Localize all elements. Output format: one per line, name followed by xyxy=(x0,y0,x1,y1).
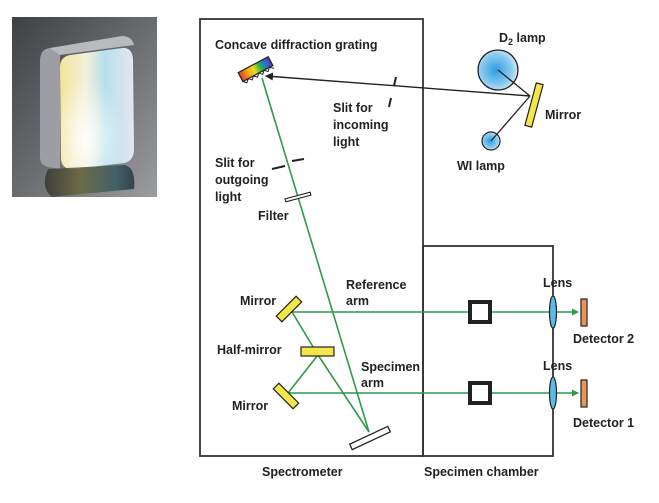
slit-incoming-label-1: Slit for xyxy=(333,101,373,115)
grating-reflection xyxy=(44,165,135,197)
slit-incoming-label-2: incoming xyxy=(333,118,389,132)
half-mirror-icon xyxy=(300,346,335,357)
slit-outgoing-label-3: light xyxy=(215,190,242,204)
spectrometer-caption: Spectrometer xyxy=(262,465,343,479)
slit-outgoing-label-1: Slit for xyxy=(215,156,255,170)
reference-arm-label-1: Reference xyxy=(346,278,406,292)
beam-half-mirror-to-lower-mirror xyxy=(287,354,319,394)
slit-outgoing-right xyxy=(291,158,305,162)
filter-label: Filter xyxy=(258,209,289,223)
lower-lens-label: Lens xyxy=(543,359,572,373)
slit-incoming-lower xyxy=(388,97,392,108)
specimen-chamber-caption: Specimen chamber xyxy=(424,465,539,479)
d2-lamp-label-main: D xyxy=(499,31,508,45)
wi-lamp-label: WI lamp xyxy=(457,159,505,173)
grating-label: Concave diffraction grating xyxy=(215,38,378,52)
wi-lamp-beam xyxy=(490,95,531,142)
source-mirror-label: Mirror xyxy=(545,108,581,122)
grating-block-top xyxy=(50,36,134,55)
upper-mirror-icon xyxy=(275,295,303,323)
reference-arm-label-2: arm xyxy=(346,294,369,308)
grating-photo xyxy=(12,17,157,197)
grating-block-side xyxy=(40,47,60,169)
upper-lens-icon xyxy=(548,295,558,329)
slit-outgoing-label-2: outgoing xyxy=(215,173,268,187)
grating-face-glow xyxy=(60,47,134,170)
d2-lamp-label-sub: 2 xyxy=(508,37,513,47)
lower-lens-icon xyxy=(548,376,558,410)
spectrometer-box xyxy=(199,18,424,457)
upper-lens-label: Lens xyxy=(543,276,572,290)
half-mirror-label: Half-mirror xyxy=(217,343,282,357)
source-mirror-icon xyxy=(524,82,544,128)
lower-mirror-icon xyxy=(272,382,300,410)
detector-1-label: Detector 1 xyxy=(573,416,634,430)
incoming-light-arrow xyxy=(265,72,531,97)
filter-icon xyxy=(284,191,312,203)
lower-mirror-label: Mirror xyxy=(232,399,268,413)
d2-lamp-beam xyxy=(497,69,531,97)
specimen-arm-label-1: Specimen xyxy=(361,360,420,374)
specimen-cuvette-icon xyxy=(468,381,492,405)
specimen-arm-label-2: arm xyxy=(361,376,384,390)
slit-incoming-label-3: light xyxy=(333,135,360,149)
grating-icon xyxy=(237,55,275,84)
detector-2-icon xyxy=(580,298,588,327)
detector-1-icon xyxy=(580,379,588,408)
slit-outgoing-left xyxy=(271,165,286,170)
d2-lamp-label: D2 lamp xyxy=(499,31,546,47)
d2-lamp-label-rest: lamp xyxy=(513,31,546,45)
specimen-chamber-box xyxy=(422,245,554,457)
detector-2-label: Detector 2 xyxy=(573,332,634,346)
beam-paths xyxy=(261,77,579,433)
reference-cuvette-icon xyxy=(468,300,492,324)
upper-mirror-label: Mirror xyxy=(240,294,276,308)
beam-grating-to-bottom-mirror xyxy=(261,77,370,433)
bottom-mirror-icon xyxy=(348,425,392,451)
slit-incoming-upper xyxy=(393,76,397,87)
